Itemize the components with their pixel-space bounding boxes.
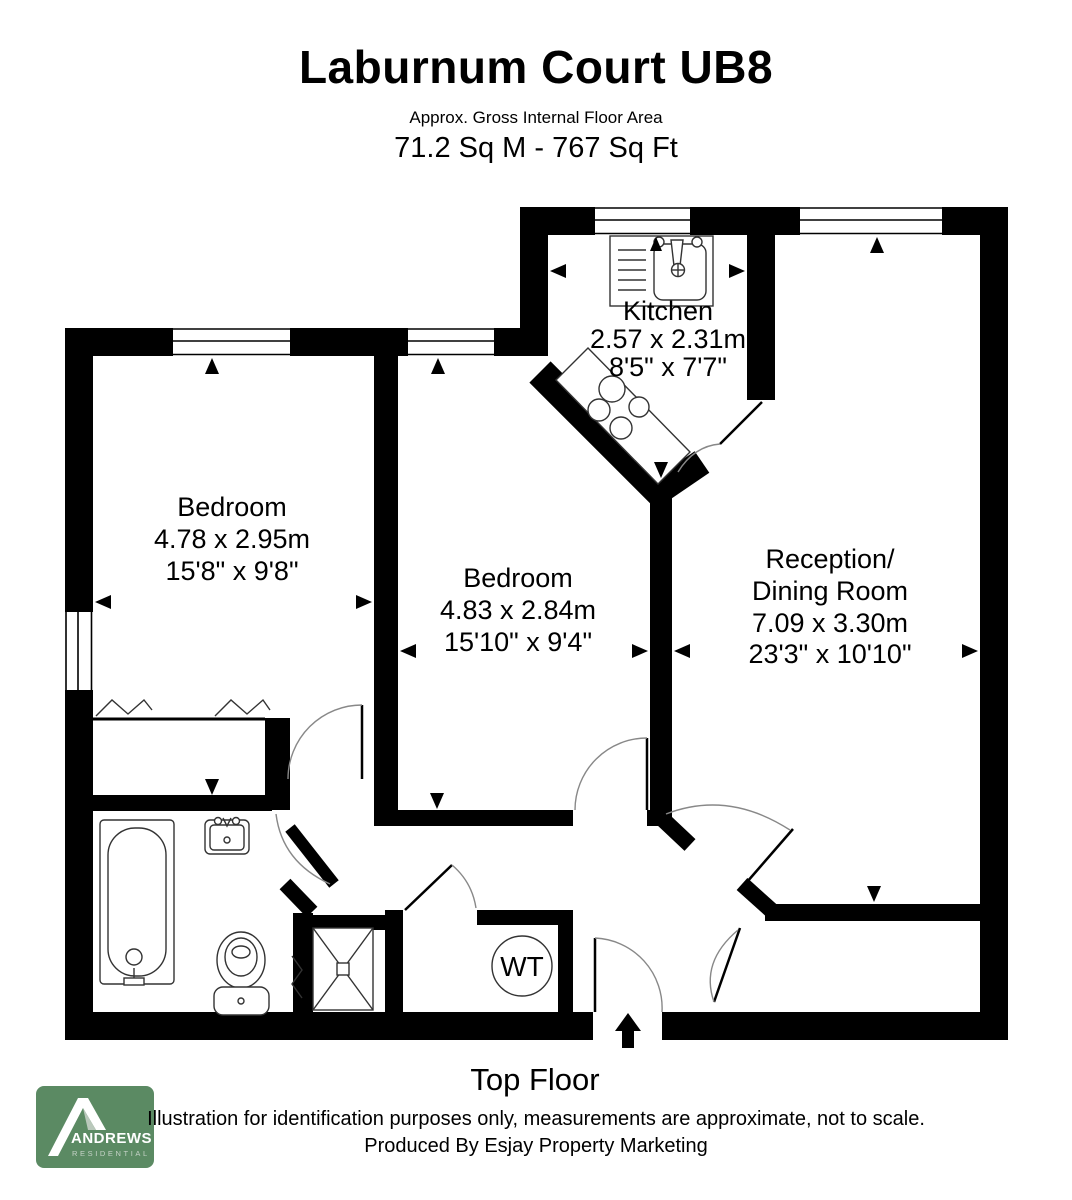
door-inner-hall [709, 927, 742, 1003]
door-reception [665, 804, 794, 883]
bathtub-icon [99, 819, 175, 986]
shower-cupboard-icon [312, 927, 374, 1011]
andrews-logo: ANDREWS RESIDENTIAL [36, 1086, 154, 1168]
door-bedroom1 [287, 704, 364, 780]
kitchen-dim-imperial: 8'5" x 7'7" [609, 352, 727, 382]
wall-segment [93, 795, 272, 811]
logo-a-icon [48, 1098, 106, 1156]
footer-disclaimer-block: Illustration for identification purposes… [0, 1106, 1072, 1160]
measure-arrow [650, 237, 662, 251]
window [595, 207, 690, 235]
wall-segment [265, 718, 290, 810]
logo-brand-text: ANDREWS [71, 1130, 152, 1147]
floor-name-label: Top Floor [470, 1062, 599, 1097]
measure-arrow [205, 358, 219, 374]
logo-sub-text: RESIDENTIAL [72, 1149, 150, 1158]
measure-arrow [356, 595, 372, 609]
windows [65, 207, 942, 690]
door-bedroom2 [574, 737, 649, 811]
wardrobe-zigzag-icon [95, 698, 153, 717]
wall-segment [374, 356, 398, 810]
measure-arrow [400, 644, 416, 658]
door-bathroom [275, 813, 339, 888]
measure-arrow [729, 264, 745, 278]
bedroom2-dim-imperial: 15'10" x 9'4" [444, 627, 592, 657]
room-labels: Kitchen 2.57 x 2.31m 8'5" x 7'7" Bedroom… [154, 296, 912, 1097]
door-kitchen [677, 401, 763, 473]
bedroom1-dim-imperial: 15'8" x 9'8" [165, 556, 298, 586]
wall-segment [385, 910, 403, 1012]
measure-arrow [674, 644, 690, 658]
doors [275, 401, 794, 1013]
wall-segment [662, 1012, 1008, 1040]
wall-segment [736, 878, 778, 917]
toilet-icon [213, 931, 270, 1016]
window [173, 328, 290, 356]
measure-arrow [431, 358, 445, 374]
wall-segment [529, 361, 673, 505]
wall-segment [558, 925, 573, 1013]
measure-arrow [654, 462, 668, 478]
wall-segment [65, 1012, 593, 1040]
wt-circle [491, 935, 553, 997]
wt-label: WT [500, 951, 544, 982]
reception-label-2: Dining Room [752, 576, 908, 606]
disclaimer-text: Illustration for identification purposes… [147, 1108, 925, 1130]
wall-segment [765, 904, 980, 921]
wall-segment [293, 913, 313, 1012]
measure-arrow [95, 595, 111, 609]
entrance-arrow-icon [615, 1013, 641, 1048]
reception-dim-imperial: 23'3" x 10'10" [748, 639, 911, 669]
bedroom2-dim-metric: 4.83 x 2.84m [440, 595, 596, 625]
wardrobe-zigzag-icon [214, 698, 271, 717]
wall-segment [650, 478, 672, 826]
kitchen-label: Kitchen [623, 296, 713, 326]
reception-label-1: Reception/ [765, 544, 895, 574]
wall-segment [374, 810, 573, 826]
measure-arrow [632, 644, 648, 658]
window [408, 328, 494, 356]
wall-segment [649, 806, 696, 851]
bedroom1-dim-metric: 4.78 x 2.95m [154, 524, 310, 554]
window [65, 612, 93, 690]
producer-text: Produced By Esjay Property Marketing [364, 1135, 708, 1157]
wall-segment [293, 915, 385, 930]
kitchen-dim-metric: 2.57 x 2.31m [590, 324, 746, 354]
bedroom2-label: Bedroom [463, 563, 573, 593]
wall-segment [980, 207, 1008, 1040]
measure-arrows [95, 237, 978, 902]
door-wt-closet [404, 864, 477, 911]
fixtures [95, 235, 714, 1048]
bedroom1-label: Bedroom [177, 492, 287, 522]
opening-zigzag-icon [291, 955, 303, 999]
door-entrance [593, 937, 663, 1013]
wall-segment [477, 910, 573, 925]
floor-area-value: 71.2 Sq M - 767 Sq Ft [394, 132, 678, 164]
measure-arrow [430, 793, 444, 809]
reception-dim-metric: 7.09 x 3.30m [752, 608, 908, 638]
measure-arrow [870, 237, 884, 253]
measure-arrow [962, 644, 978, 658]
hob-icon [555, 347, 691, 485]
measure-arrow [550, 264, 566, 278]
measure-arrow [867, 886, 881, 902]
window [800, 207, 942, 235]
page-title: Laburnum Court UB8 [298, 41, 774, 93]
basin-icon [204, 816, 250, 855]
measure-arrow [205, 779, 219, 795]
wall-segment [747, 235, 775, 400]
wall-segment [279, 878, 318, 918]
floor-area-subtitle: Approx. Gross Internal Floor Area [409, 108, 663, 127]
